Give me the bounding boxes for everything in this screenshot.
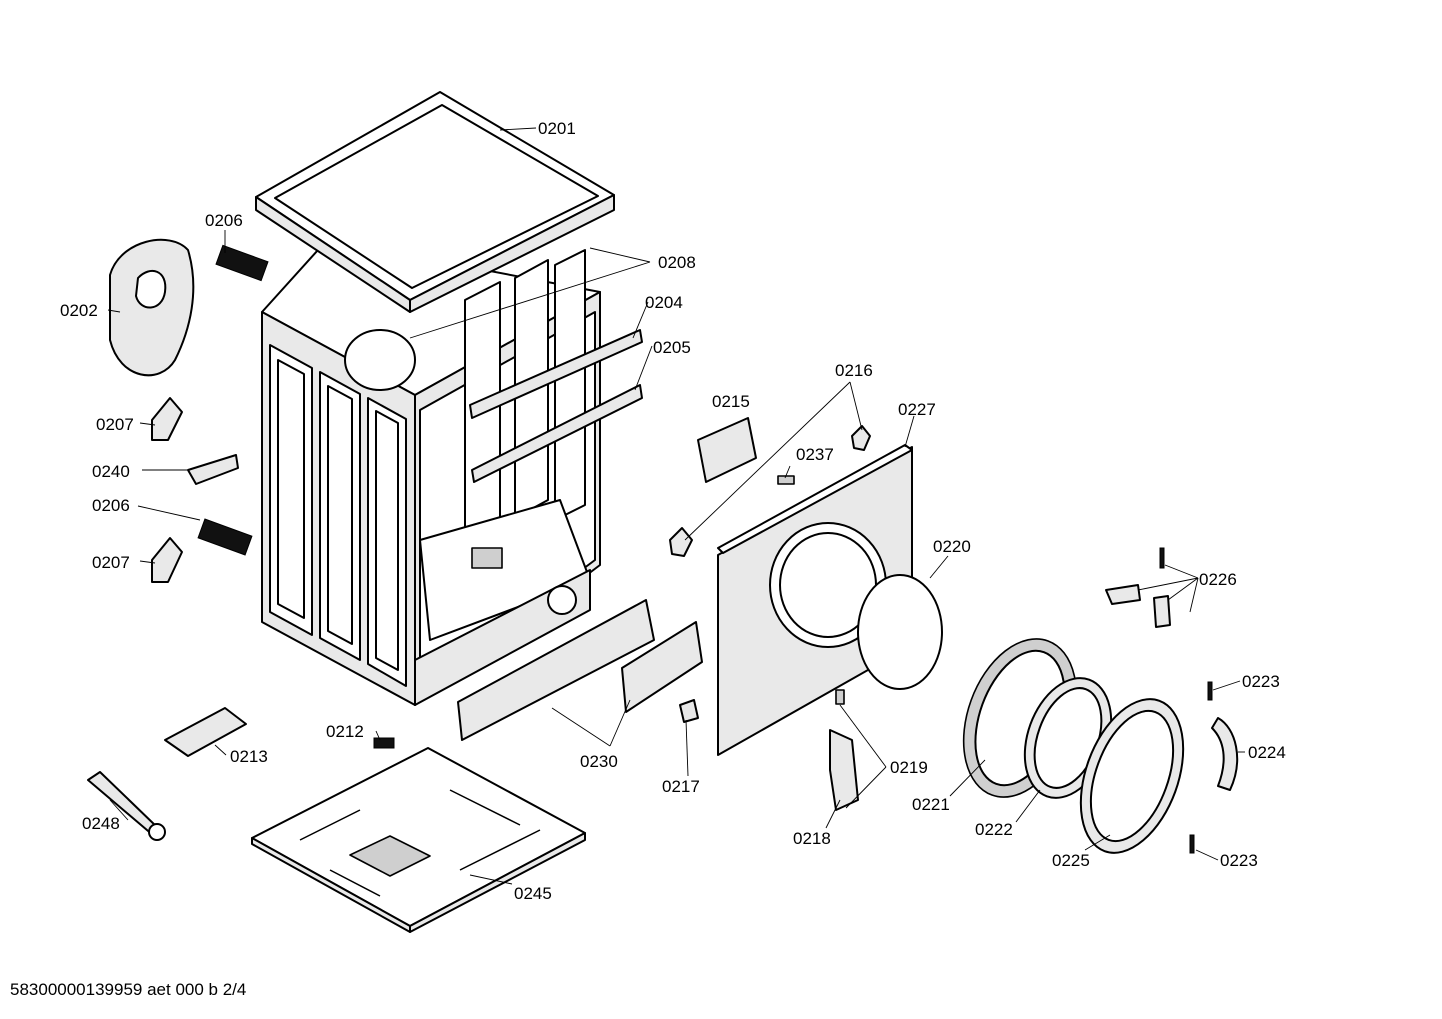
- part-labels: 0201 0206 0208 0204 0202 0205 0216 0215 …: [60, 119, 1286, 903]
- label-0240: 0240: [92, 462, 130, 481]
- clip-0216b: [851, 425, 871, 451]
- hinge: [829, 729, 859, 811]
- pin-0223-bottom: [1189, 834, 1195, 854]
- rail-lower: [471, 384, 643, 483]
- label-0224: 0224: [1248, 743, 1286, 762]
- label-0223-upper: 0223: [1242, 672, 1280, 691]
- label-0227: 0227: [898, 400, 936, 419]
- side-panel: [109, 238, 195, 377]
- drawer-handle: [621, 621, 703, 713]
- label-0221: 0221: [912, 795, 950, 814]
- label-0225: 0225: [1052, 851, 1090, 870]
- document-footer-id: 58300000139959 aet 000 b 2/4: [10, 980, 247, 999]
- leader-lines: [107, 127, 1245, 885]
- label-0212: 0212: [326, 722, 364, 741]
- label-0207-upper: 0207: [96, 415, 134, 434]
- bracket-upper: [151, 397, 183, 441]
- shock-absorber-upper: [215, 244, 269, 282]
- label-0206-upper: 0206: [205, 211, 243, 230]
- hose-clip: [187, 454, 239, 485]
- cabinet-housing: [261, 239, 601, 706]
- label-0248: 0248: [82, 814, 120, 833]
- label-0201: 0201: [538, 119, 576, 138]
- pin-0226: [1159, 547, 1165, 569]
- detergent-drawer: [457, 599, 655, 741]
- door-seal: [857, 574, 943, 690]
- label-0219: 0219: [890, 758, 928, 777]
- latch-0226: [1105, 584, 1141, 605]
- clip-0237: [777, 475, 795, 485]
- label-0245: 0245: [514, 884, 552, 903]
- label-0202: 0202: [60, 301, 98, 320]
- rail-upper: [469, 329, 643, 419]
- label-0216: 0216: [835, 361, 873, 380]
- door-assembly: [962, 638, 1185, 854]
- latch-plate: [1153, 595, 1171, 628]
- label-0226: 0226: [1199, 570, 1237, 589]
- clip-0216a: [669, 527, 693, 557]
- label-0237: 0237: [796, 445, 834, 464]
- label-0220: 0220: [933, 537, 971, 556]
- label-0206-lower: 0206: [92, 496, 130, 515]
- label-0223-lower: 0223: [1220, 851, 1258, 870]
- label-0217: 0217: [662, 777, 700, 796]
- label-0230: 0230: [580, 752, 618, 771]
- label-0208: 0208: [658, 253, 696, 272]
- base-plate: [251, 747, 586, 933]
- shock-absorber-lower: [197, 518, 253, 556]
- pin-0223-top: [1207, 681, 1213, 701]
- door-handle: [1211, 717, 1239, 791]
- front-panel: [717, 444, 913, 756]
- label-0215: 0215: [712, 392, 750, 411]
- label-0204: 0204: [645, 293, 683, 312]
- spanner-ring: [148, 823, 166, 841]
- door-lock: [697, 417, 757, 483]
- label-0213: 0213: [230, 747, 268, 766]
- foot-0212: [373, 737, 395, 749]
- label-0205: 0205: [653, 338, 691, 357]
- pump-filter: [679, 699, 699, 723]
- label-0222: 0222: [975, 820, 1013, 839]
- label-0207-lower: 0207: [92, 553, 130, 572]
- transport-bracket: [164, 707, 247, 757]
- label-0218: 0218: [793, 829, 831, 848]
- top-cover: [255, 91, 615, 313]
- bracket-lower: [151, 537, 183, 583]
